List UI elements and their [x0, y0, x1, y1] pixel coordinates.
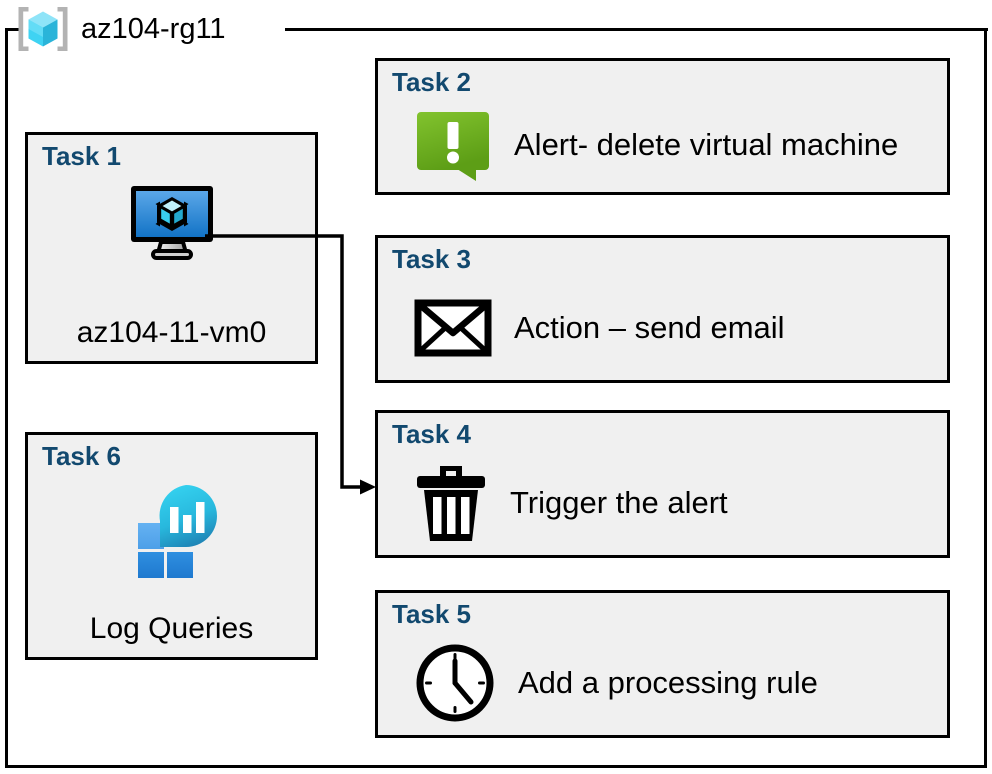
alert-exclamation-icon [417, 111, 489, 181]
resource-group-name: az104-rg11 [81, 12, 226, 45]
card-task-6-label: Log Queries [89, 612, 254, 645]
resource-group-header: az104-rg11 [14, 2, 226, 56]
log-queries-icon [137, 485, 217, 578]
card-task-5-body: Add a processing rule [414, 635, 939, 731]
card-task-6[interactable]: Task 6 [25, 432, 318, 660]
card-task-5-label: Add a processing rule [518, 664, 818, 700]
resource-group-frame [5, 28, 987, 768]
resource-group-frame-top-right [285, 28, 988, 31]
card-task-5-title: Task 5 [392, 599, 472, 629]
card-task-3[interactable]: Task 3 Action – send email [375, 235, 950, 383]
card-task-4-label: Trigger the alert [510, 484, 728, 520]
card-task-1-label: az104-11-vm0 [76, 316, 267, 349]
card-task-2[interactable]: Task 2 Alert- delete virtual machine [375, 58, 950, 195]
card-task-3-body: Action – send email [414, 280, 939, 376]
card-task-6-title: Task 6 [42, 441, 122, 471]
card-task-2-label: Alert- delete virtual machine [514, 127, 899, 163]
clock-icon [416, 644, 494, 722]
card-task-2-title: Task 2 [392, 67, 472, 97]
card-task-3-title: Task 3 [392, 244, 472, 274]
card-task-1[interactable]: Task 1 [25, 132, 318, 364]
card-task-1-body: az104-11-vm0 [28, 179, 315, 353]
envelope-icon [414, 299, 492, 357]
card-task-4-body: Trigger the alert [414, 455, 939, 551]
card-task-2-body: Alert- delete virtual machine [414, 103, 939, 188]
trash-icon [417, 466, 485, 541]
card-task-3-label: Action – send email [514, 309, 785, 345]
card-task-1-title: Task 1 [42, 141, 122, 171]
virtual-machine-icon [130, 186, 213, 260]
card-task-4-title: Task 4 [392, 419, 472, 449]
card-task-6-body: Log Queries [28, 479, 315, 649]
card-task-5[interactable]: Task 5 Add a processing rule [375, 590, 950, 738]
resource-group-frame-top-left [5, 28, 21, 31]
card-task-4[interactable]: Task 4 Trigger the alert [375, 410, 950, 558]
azure-resource-group-icon [18, 7, 68, 51]
